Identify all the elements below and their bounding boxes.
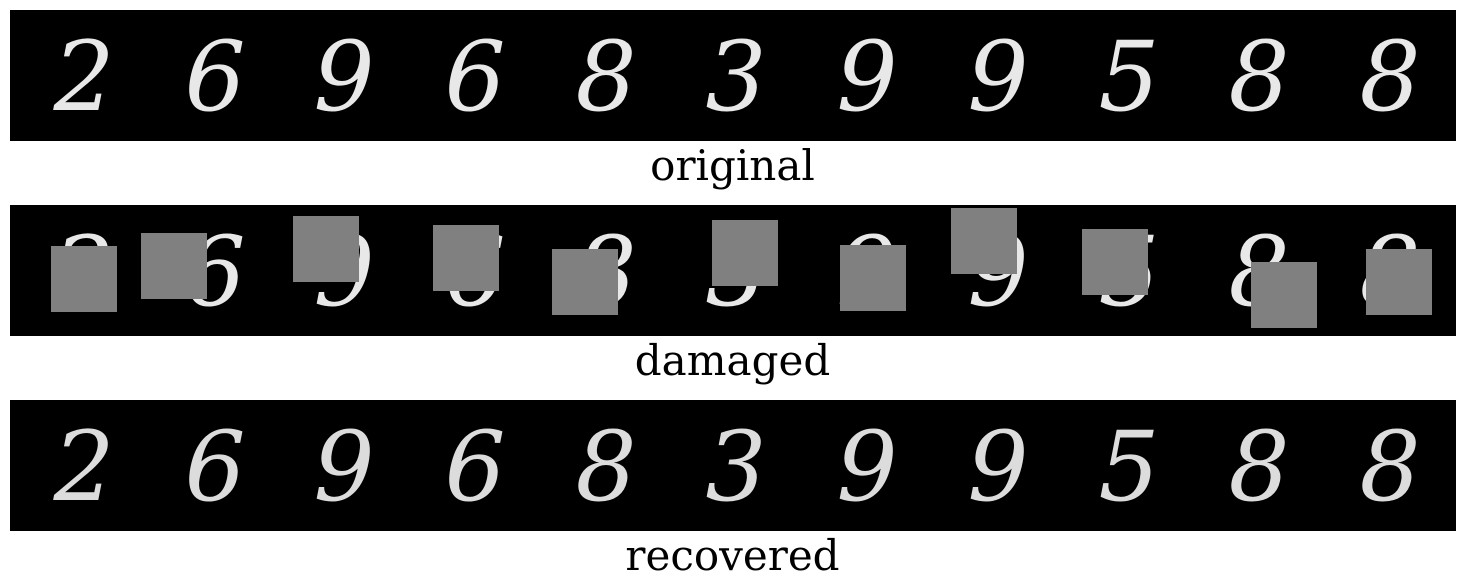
occlusion-patch-9 <box>1251 262 1317 328</box>
digit-original-1: 6 <box>184 21 245 133</box>
occlusion-patch-1 <box>141 233 207 299</box>
digit-recovered-0: 2 <box>52 411 114 523</box>
occlusion-patch-0 <box>51 246 117 312</box>
digit-original-5: 3 <box>705 21 766 133</box>
digit-recovered-6: 9 <box>836 411 897 523</box>
digit-recovered-7: 9 <box>967 411 1028 523</box>
digit-recovered-4: 8 <box>575 411 636 523</box>
digit-original-10: 8 <box>1359 21 1420 133</box>
digit-recovered-10: 8 <box>1359 411 1420 523</box>
digit-recovered-9: 8 <box>1228 411 1289 523</box>
occlusion-patch-6 <box>840 245 906 311</box>
occlusion-patch-2 <box>293 216 359 282</box>
digit-recovered-5: 3 <box>705 411 766 523</box>
digit-original-7: 9 <box>967 21 1028 133</box>
digit-recovered-2: 9 <box>313 411 374 523</box>
occlusion-patch-10 <box>1366 249 1432 315</box>
digit-original-9: 8 <box>1228 21 1289 133</box>
occlusion-patch-7 <box>951 208 1017 274</box>
digit-recovered-3: 6 <box>444 411 505 523</box>
occlusion-patch-8 <box>1082 229 1148 295</box>
occlusion-patch-5 <box>712 220 778 286</box>
occlusion-patch-4 <box>552 249 618 315</box>
digit-original-6: 9 <box>836 21 897 133</box>
recovered-caption: recovered <box>625 531 840 580</box>
digit-original-2: 9 <box>313 21 374 133</box>
digit-original-8: 5 <box>1098 21 1159 133</box>
digit-recovered-8: 5 <box>1098 411 1159 523</box>
digit-original-4: 8 <box>575 21 636 133</box>
original-caption: original <box>650 141 815 190</box>
occlusion-patch-3 <box>433 225 499 291</box>
digit-original-3: 6 <box>444 21 505 133</box>
digit-recovered-1: 6 <box>184 411 245 523</box>
damaged-caption: damaged <box>634 336 831 385</box>
digit-original-0: 2 <box>52 21 114 133</box>
